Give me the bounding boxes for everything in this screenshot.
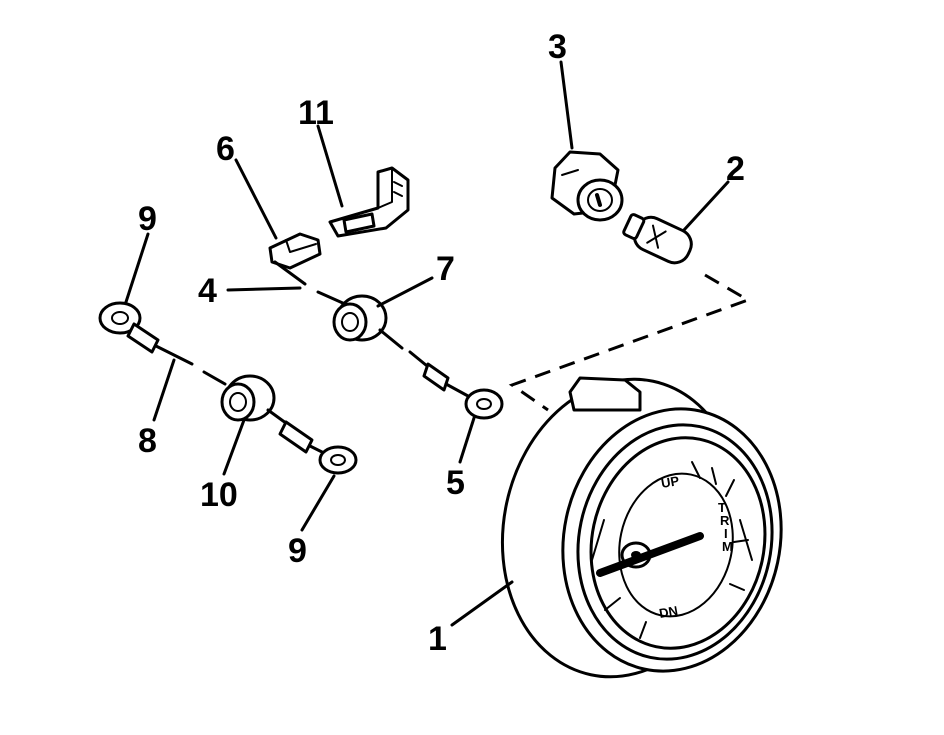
bulb: [622, 213, 693, 265]
leader-5: [458, 416, 476, 464]
gauge-trim-i: I: [724, 526, 728, 541]
leader-8: [152, 358, 176, 422]
leader-2: [682, 180, 730, 232]
leader-lines: [124, 60, 730, 627]
callout-8: 8: [138, 422, 157, 460]
trim-gauge: UP DN T R I M: [500, 376, 783, 679]
leader-11: [316, 124, 344, 208]
callout-10: 10: [200, 476, 238, 514]
leader-1: [450, 580, 514, 627]
gauge-trim-m: M: [722, 539, 733, 554]
gauge-up-label: UP: [660, 473, 681, 491]
callout-9-lower: 9: [288, 532, 307, 570]
callout-1: 1: [428, 620, 447, 658]
bracket-clip: [328, 166, 410, 238]
upper-wire-assembly: [316, 290, 504, 420]
gauge-down-label: DN: [658, 603, 679, 621]
leader-7: [376, 276, 434, 308]
leader-9b: [300, 474, 336, 532]
callout-11: 11: [298, 94, 334, 132]
gauge-trim-r: R: [720, 513, 730, 528]
terminal-connector: [268, 232, 322, 286]
gauge-trim-t: T: [718, 500, 726, 515]
callout-7: 7: [436, 250, 455, 288]
callouts: 1 2 3 4 5 6 7 8 9 9 10 11: [138, 28, 745, 658]
leader-9a: [124, 232, 150, 304]
callout-4: 4: [198, 272, 217, 310]
bulb-socket: [550, 150, 624, 222]
leader-4: [226, 286, 302, 292]
lower-wire-assembly: [98, 301, 358, 475]
leader-6: [234, 158, 278, 240]
callout-9-upper: 9: [138, 200, 157, 238]
callout-2: 2: [726, 150, 745, 188]
callout-6: 6: [216, 130, 235, 168]
callout-3: 3: [548, 28, 567, 66]
leader-10: [222, 418, 246, 476]
leader-3: [559, 60, 574, 150]
callout-5: 5: [446, 464, 465, 502]
assembly-dashed-line: [508, 273, 752, 412]
